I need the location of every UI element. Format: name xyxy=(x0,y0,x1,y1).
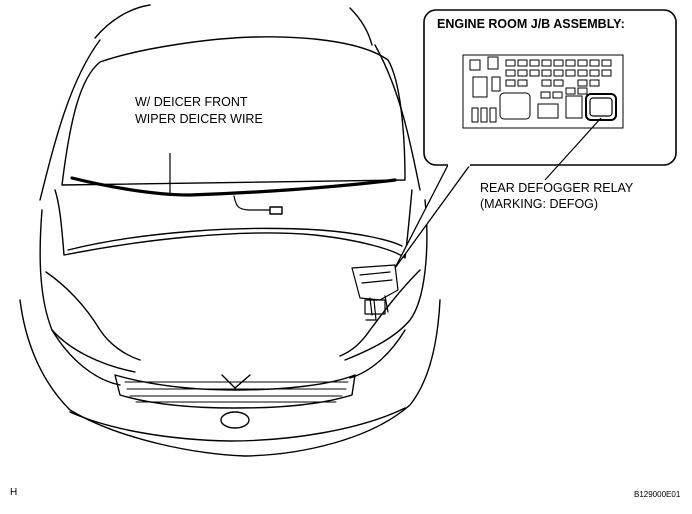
cowl-line xyxy=(70,176,397,197)
grille-outline xyxy=(114,374,356,409)
relay-label-line2: (MARKING: DEFOG) xyxy=(480,197,598,211)
left-fender xyxy=(39,209,136,373)
inset-title: ENGINE ROOM J/B ASSEMBLY: xyxy=(437,17,625,31)
roof-line xyxy=(94,4,373,46)
junction-block-location xyxy=(351,264,399,321)
hood-crease xyxy=(67,227,403,251)
a-pillar-left xyxy=(39,39,101,201)
emblem xyxy=(220,411,250,429)
hood-outline xyxy=(54,189,413,259)
right-fender xyxy=(344,199,428,361)
deicer-label-line1: W/ DEICER FRONT xyxy=(135,95,248,109)
deicer-wire xyxy=(233,195,271,211)
grille-center-notch xyxy=(221,374,251,389)
deicer-label-line2: WIPER DEICER WIRE xyxy=(135,112,263,126)
inset-frame xyxy=(423,9,677,166)
car-illustration xyxy=(19,4,441,457)
corner-code: H xyxy=(10,487,17,498)
figure-code: B129000E01 xyxy=(634,490,681,499)
lower-bumper xyxy=(69,407,406,442)
headlight-left xyxy=(51,329,121,386)
callout-pointer xyxy=(394,164,472,269)
fuse-panel xyxy=(462,54,624,129)
a-pillar-right xyxy=(374,44,421,191)
headlight-right xyxy=(349,329,406,379)
relay-label-line1: REAR DEFOGGER RELAY xyxy=(480,181,634,195)
front-fascia xyxy=(19,299,441,457)
left-strut xyxy=(45,271,141,361)
deicer-connector xyxy=(269,206,283,215)
windshield-outline xyxy=(61,36,406,186)
junction-block-inset xyxy=(394,9,677,269)
right-strut xyxy=(339,269,421,357)
defog-relay xyxy=(585,93,617,121)
relay-leader xyxy=(544,117,602,181)
grille-bars xyxy=(124,381,349,403)
